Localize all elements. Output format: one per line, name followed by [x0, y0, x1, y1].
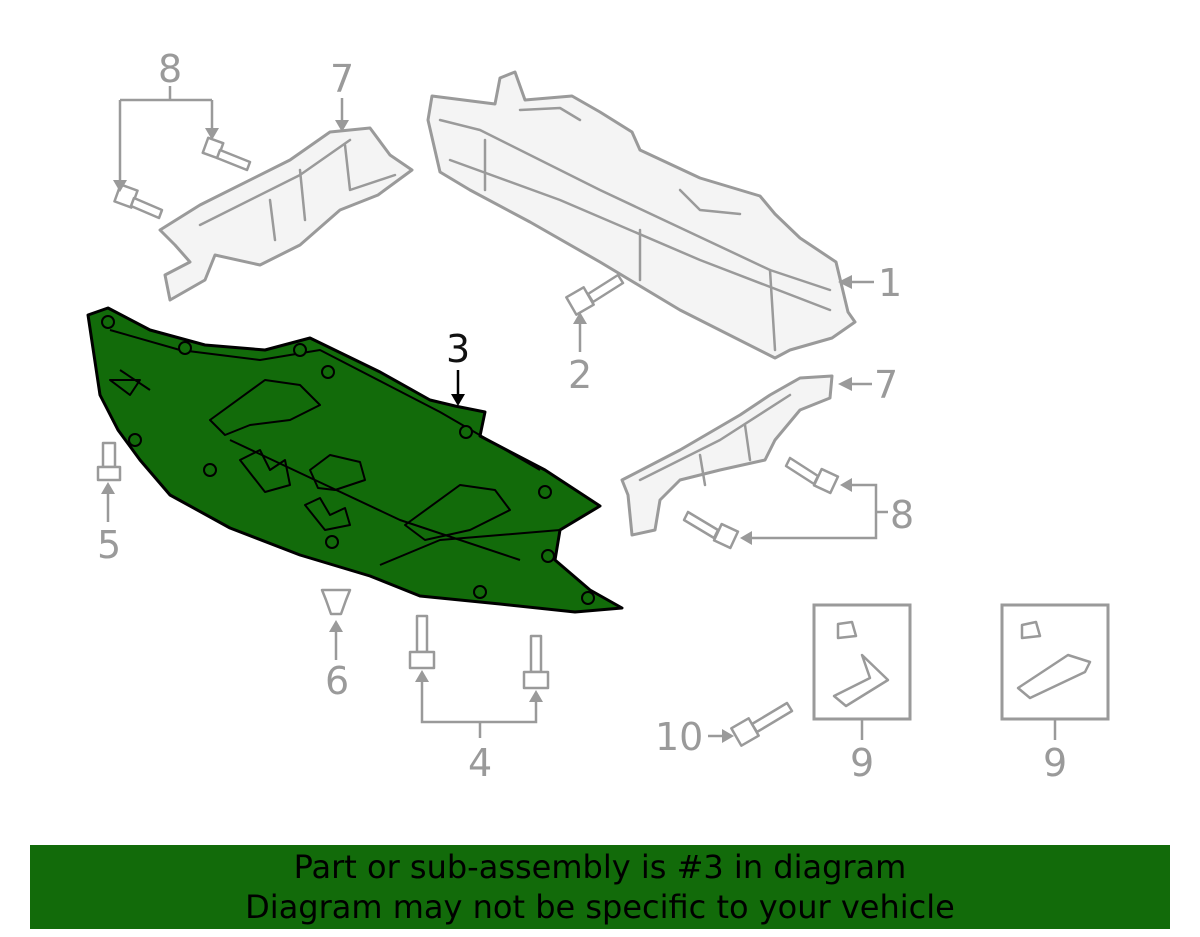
- callout-5: 5: [97, 523, 121, 567]
- callout-9-a: 9: [850, 741, 874, 785]
- part-2-bolt[interactable]: [565, 273, 625, 316]
- part-6-push-clip[interactable]: [320, 588, 352, 616]
- callout-6: 6: [325, 659, 349, 703]
- callout-4: 4: [468, 741, 492, 785]
- callout-10: 10: [655, 715, 703, 759]
- banner-line-part: Part or sub-assembly is #3 in diagram: [293, 848, 907, 886]
- callout-7-upper: 7: [330, 57, 354, 101]
- part-8-bolt-lower-a[interactable]: [784, 456, 840, 495]
- part-7-bracket-lower[interactable]: [620, 374, 834, 537]
- part-10-bolt[interactable]: [730, 701, 794, 747]
- callout-2: 2: [568, 353, 592, 397]
- parts-diagram: 8 7 1 3 2 7 8 5 6 10 4 9 9: [86, 47, 1110, 785]
- part-4-bolt-b[interactable]: [522, 634, 550, 690]
- part-info-banner: Part or sub-assembly is #3 in diagram Di…: [30, 845, 1170, 929]
- part-4-bolt-a[interactable]: [408, 614, 436, 670]
- part-8-bolt-upper-a[interactable]: [201, 136, 252, 172]
- part-8-bolt-upper-b[interactable]: [113, 183, 164, 220]
- callout-3: 3: [446, 327, 470, 371]
- part-9-bracket-inset-a[interactable]: [812, 603, 912, 721]
- callout-7-lower: 7: [874, 363, 898, 407]
- part-8-bolt-lower-b[interactable]: [682, 510, 740, 550]
- banner-line-disclaimer: Diagram may not be specific to your vehi…: [245, 888, 955, 926]
- part-3-splash-shield[interactable]: [86, 306, 624, 614]
- callout-9-b: 9: [1043, 741, 1067, 785]
- callout-8-upper: 8: [158, 47, 182, 91]
- leader-lines: [101, 86, 1057, 743]
- callout-labels: 8 7 1 3 2 7 8 5 6 10 4 9 9: [97, 47, 1067, 785]
- callout-1: 1: [878, 261, 902, 305]
- callout-8-lower: 8: [890, 493, 914, 537]
- part-5-bolt[interactable]: [96, 441, 122, 482]
- part-1-deflector-assembly[interactable]: [426, 70, 857, 360]
- part-7-bracket-upper[interactable]: [158, 126, 414, 302]
- part-9-bracket-inset-b[interactable]: [1000, 603, 1110, 721]
